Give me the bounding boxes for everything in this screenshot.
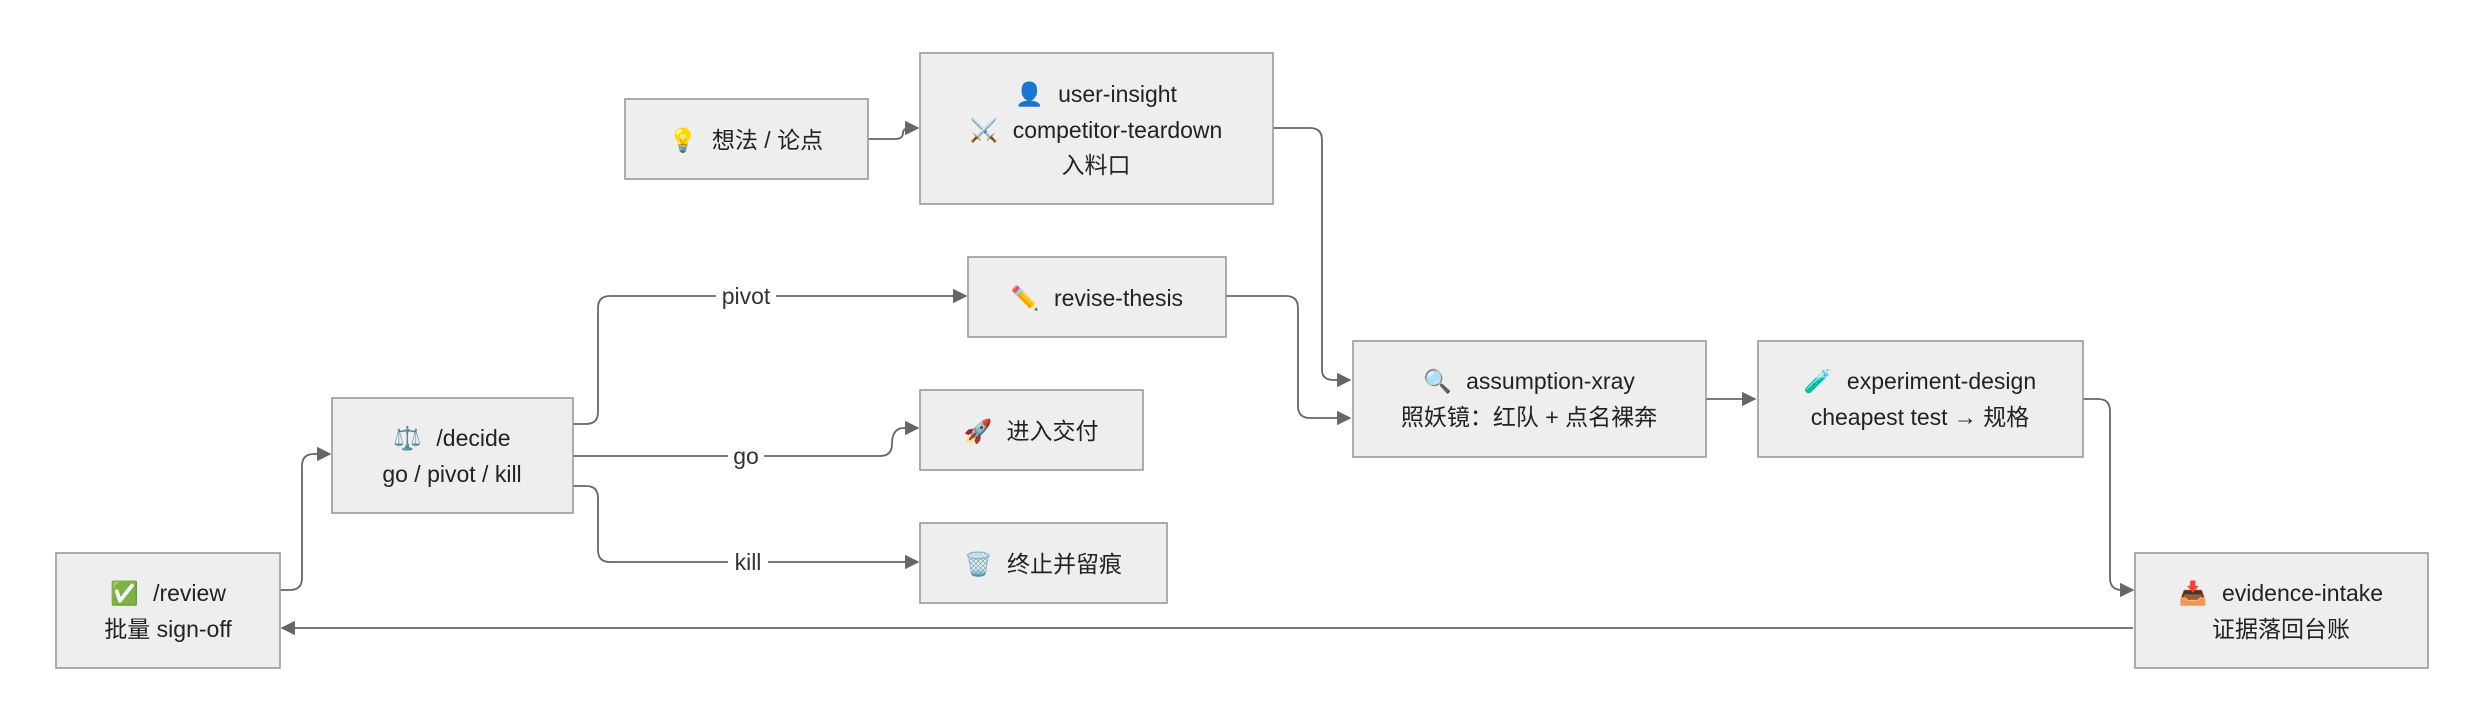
svg-text:⚔️ competitor-teardown: ⚔️ competitor-teardown bbox=[970, 117, 1223, 144]
edge-label-kill: kill bbox=[735, 549, 762, 575]
svg-text:🧪 experiment-design: 🧪 experiment-design bbox=[1804, 368, 2036, 395]
node-xray-line1: assumption-xray bbox=[1466, 368, 1635, 394]
edge-decide-to-revise bbox=[573, 288, 968, 425]
node-decide-line2: go / pivot / kill bbox=[382, 461, 521, 487]
edge-review-to-decide bbox=[280, 446, 332, 591]
node-xray-line2: 照妖镜：红队 + 点名裸奔 bbox=[1401, 404, 1657, 430]
node-insight-line1: user-insight bbox=[1058, 81, 1177, 107]
node-kill[interactable]: 🗑️ 终止并留痕 bbox=[919, 522, 1168, 604]
edge-insight-to-xray bbox=[1273, 127, 1352, 388]
node-evidence-intake[interactable]: 📥 evidence-intake 证据落回台账 bbox=[2134, 552, 2429, 669]
node-kill-label: 终止并留痕 bbox=[1007, 551, 1122, 577]
person-icon: 👤 bbox=[1015, 81, 1044, 108]
node-evidence-line2: 证据落回台账 bbox=[2212, 616, 2350, 642]
node-revise-thesis[interactable]: ✏️ revise-thesis bbox=[967, 256, 1227, 338]
node-insight-line3: 入料口 bbox=[1062, 152, 1131, 178]
node-experiment-line2: cheapest test → 规格 bbox=[1811, 404, 2030, 430]
edge-experiment-to-evidence bbox=[2083, 398, 2135, 598]
svg-text:✅ /review: ✅ /review bbox=[110, 580, 226, 607]
svg-text:🗑️ 终止并留痕: 🗑️ 终止并留痕 bbox=[964, 551, 1122, 578]
node-decide[interactable]: ⚖️ /decide go / pivot / kill bbox=[331, 397, 574, 514]
edge-decide-to-kill bbox=[573, 485, 920, 570]
svg-text:📥 evidence-intake: 📥 evidence-intake bbox=[2179, 580, 2383, 607]
node-idea-label: 想法 / 论点 bbox=[712, 127, 823, 153]
balance-scale-icon: ⚖️ bbox=[393, 425, 422, 452]
svg-text:👤 user-insight: 👤 user-insight bbox=[1015, 81, 1178, 108]
svg-text:⚖️ /decide: ⚖️ /decide bbox=[393, 425, 510, 452]
node-revise-label: revise-thesis bbox=[1054, 285, 1183, 311]
svg-text:🔍 assumption-xray: 🔍 assumption-xray bbox=[1423, 366, 1635, 395]
node-idea[interactable]: 💡 想法 / 论点 bbox=[624, 98, 869, 180]
edges bbox=[280, 120, 2135, 636]
crossed-swords-icon: ⚔️ bbox=[970, 117, 999, 144]
node-experiment-line1: experiment-design bbox=[1847, 368, 2036, 394]
node-insight[interactable]: 👤 user-insight ⚔️ competitor-teardown 入料… bbox=[919, 52, 1274, 205]
edge-label-pivot: pivot bbox=[722, 283, 771, 309]
edge-revise-to-xray bbox=[1226, 295, 1352, 426]
node-insight-line2: competitor-teardown bbox=[1013, 117, 1223, 143]
check-mark-icon: ✅ bbox=[110, 580, 139, 607]
edge-labels: pivot go kill bbox=[716, 282, 776, 576]
inbox-tray-icon: 📥 bbox=[2179, 580, 2208, 607]
svg-text:💡 想法 / 论点: 💡 想法 / 论点 bbox=[669, 127, 823, 154]
magnifier-icon: 🔍 bbox=[1423, 366, 1452, 395]
light-bulb-icon: 💡 bbox=[669, 127, 698, 154]
node-experiment-design[interactable]: 🧪 experiment-design cheapest test → 规格 bbox=[1757, 340, 2084, 458]
svg-text:✏️ revise-thesis: ✏️ revise-thesis bbox=[1011, 284, 1183, 312]
node-assumption-xray[interactable]: 🔍 assumption-xray 照妖镜：红队 + 点名裸奔 bbox=[1352, 340, 1707, 458]
rocket-icon: 🚀 bbox=[963, 418, 992, 445]
test-tube-icon: 🧪 bbox=[1804, 368, 1833, 395]
trash-icon: 🗑️ bbox=[964, 551, 993, 578]
svg-text:🚀 进入交付: 🚀 进入交付 bbox=[963, 418, 1098, 445]
edge-decide-to-deliver bbox=[573, 420, 920, 457]
edge-label-go: go bbox=[733, 443, 759, 469]
edge-idea-to-insight bbox=[868, 120, 920, 140]
node-review-line2: 批量 sign-off bbox=[104, 616, 232, 642]
node-review[interactable]: ✅ /review 批量 sign-off bbox=[55, 552, 281, 669]
node-evidence-line1: evidence-intake bbox=[2222, 580, 2383, 606]
node-deliver-label: 进入交付 bbox=[1007, 418, 1099, 444]
node-review-line1: /review bbox=[153, 580, 226, 606]
node-decide-line1: /decide bbox=[436, 425, 510, 451]
pencil-icon: ✏️ bbox=[1011, 284, 1040, 312]
node-deliver[interactable]: 🚀 进入交付 bbox=[919, 389, 1144, 471]
